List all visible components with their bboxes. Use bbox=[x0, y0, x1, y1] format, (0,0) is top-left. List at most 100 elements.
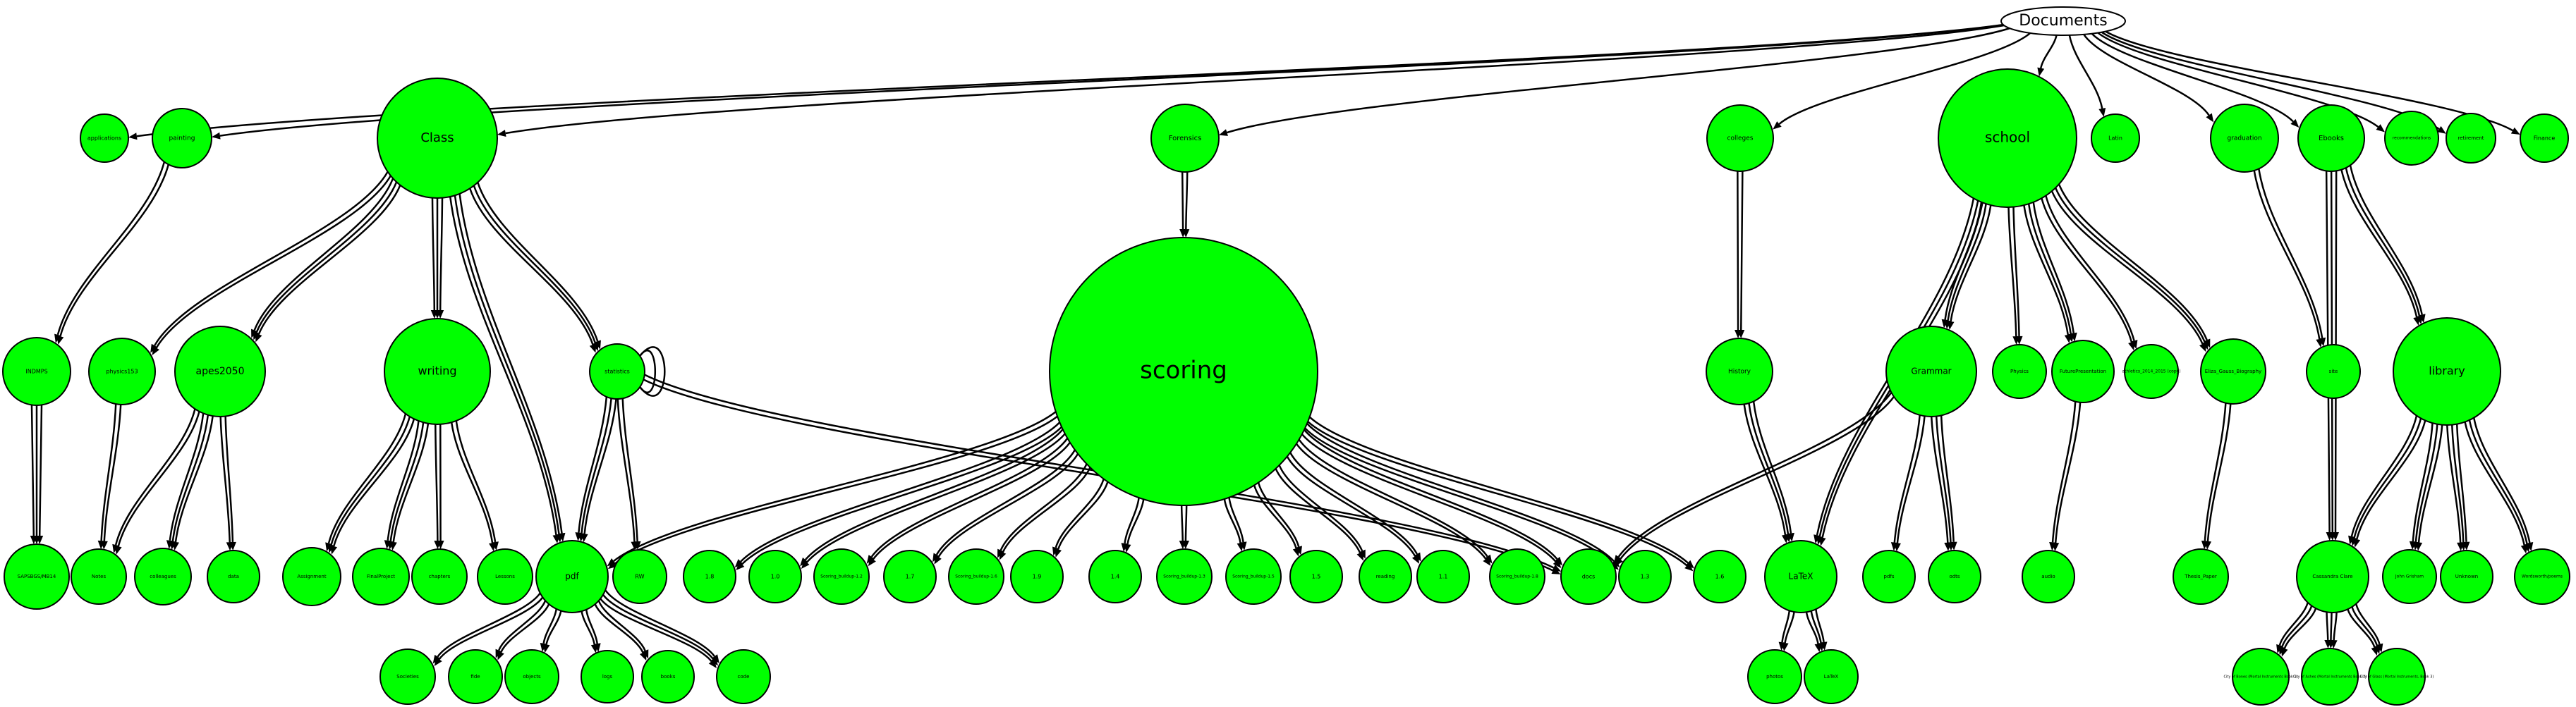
edge-apes2050-to-data bbox=[219, 417, 231, 543]
node-athleticaward[interactable]: athletics_2014_2015 (copy) bbox=[2122, 344, 2181, 399]
node-audio[interactable]: audio bbox=[2022, 550, 2075, 603]
node-finalproject[interactable]: FinalProject bbox=[352, 548, 410, 605]
node-s-buildup15[interactable]: Scoring_buildup-1.5 bbox=[1225, 548, 1282, 605]
node-s18[interactable]: 1.8 bbox=[683, 550, 736, 603]
node-latex[interactable]: LaTeX bbox=[1764, 540, 1837, 613]
node-docs[interactable]: docs bbox=[1560, 548, 1617, 605]
arrowhead-latin bbox=[2098, 108, 2106, 117]
edge-grammar-to-odts bbox=[1931, 417, 1949, 543]
node-ebooks[interactable]: Ebooks bbox=[2297, 104, 2365, 172]
node-unknown[interactable]: Unknown bbox=[2440, 550, 2493, 603]
node-eliza[interactable]: Eliza_Gauss_Biography bbox=[2200, 338, 2266, 405]
node-documents[interactable]: Documents bbox=[2000, 6, 2126, 36]
node-notes[interactable]: Notes bbox=[71, 548, 127, 605]
node-latin[interactable]: Latin bbox=[2091, 113, 2140, 163]
node-rw[interactable]: RW bbox=[612, 549, 667, 604]
node-label-library: library bbox=[2429, 364, 2465, 378]
arrowhead-docs bbox=[1551, 567, 1561, 574]
node-grammar[interactable]: Grammar bbox=[1885, 326, 1977, 417]
node-citybones[interactable]: City of Bones (Mortal Instruments Book 1… bbox=[2224, 648, 2298, 706]
node-label-forensics: Forensics bbox=[1169, 135, 1202, 142]
node-apes2050[interactable]: apes2050 bbox=[174, 326, 266, 417]
node-johngrisham[interactable]: John Grisham bbox=[2382, 549, 2437, 604]
node-writing[interactable]: writing bbox=[384, 318, 491, 425]
node-objects[interactable]: objects bbox=[504, 649, 559, 704]
node-label-s19: 1.9 bbox=[1033, 574, 1042, 580]
edge-statistics-to-statistics bbox=[639, 349, 656, 394]
node-painting[interactable]: painting bbox=[152, 108, 212, 168]
node-s15[interactable]: 1.5 bbox=[1289, 550, 1343, 603]
node-s11[interactable]: 1.1 bbox=[1416, 550, 1470, 603]
node-cityashes[interactable]: City of Ashes (Mortal Instruments Book 2… bbox=[2293, 648, 2367, 706]
node-history[interactable]: History bbox=[1706, 338, 1773, 405]
arrowhead-finance bbox=[2510, 127, 2520, 135]
node-label-audio: audio bbox=[2041, 574, 2055, 579]
node-latin2[interactable]: site bbox=[2306, 344, 2361, 399]
arrowhead-futurepresentation bbox=[2064, 334, 2072, 343]
node-finance[interactable]: Finance bbox=[2520, 113, 2569, 163]
node-lessons[interactable]: Lessons bbox=[477, 548, 533, 605]
node-s-buildup18[interactable]: Scoring_buildup-1.8 bbox=[1489, 548, 1545, 605]
node-sapsbgs[interactable]: SAPSBGS/MB14 bbox=[4, 543, 70, 610]
node-applications[interactable]: applications bbox=[80, 113, 129, 163]
node-s19[interactable]: 1.9 bbox=[1010, 550, 1064, 603]
arrowhead-library bbox=[2413, 316, 2421, 326]
node-shape-assignment bbox=[282, 547, 341, 606]
node-retirement[interactable]: retirement bbox=[2446, 113, 2496, 164]
node-odts[interactable]: odts bbox=[1928, 550, 1981, 603]
arrowhead-books bbox=[639, 651, 647, 661]
node-colleagues[interactable]: colleagues bbox=[134, 548, 192, 605]
arrowhead-data bbox=[226, 542, 233, 551]
node-data[interactable]: data bbox=[207, 550, 260, 603]
node-colleges[interactable]: colleges bbox=[1706, 104, 1774, 172]
node-cassandra[interactable]: Cassandra Clare bbox=[2296, 540, 2369, 613]
edge-class-to-apes2050 bbox=[257, 185, 401, 335]
node-shape-s-buildup16 bbox=[948, 548, 1004, 605]
node-s-buildup16[interactable]: Scoring_buildup-1.6 bbox=[948, 548, 1004, 605]
node-latex2[interactable]: LaTeX bbox=[1804, 649, 1859, 704]
node-forensics[interactable]: Forensics bbox=[1150, 104, 1220, 173]
node-shape-lessons bbox=[477, 548, 533, 605]
node-physics[interactable]: Physics bbox=[1992, 344, 2047, 399]
node-s17[interactable]: 1.7 bbox=[883, 550, 937, 603]
arrowhead-latex bbox=[1813, 534, 1821, 543]
node-cityglass[interactable]: City of Glass (Mortal Instruments, Book … bbox=[2360, 648, 2434, 706]
arrowhead-fide bbox=[495, 648, 502, 658]
edge-writing-to-lessons bbox=[450, 422, 494, 543]
node-physics[interactable]: physics153 bbox=[88, 338, 156, 405]
node-futurepresentation[interactable]: FuturePresentation bbox=[2051, 340, 2115, 403]
node-pdf[interactable]: pdf bbox=[535, 540, 609, 613]
node-societies[interactable]: Societies bbox=[379, 648, 436, 705]
node-label-s16: 1.6 bbox=[1715, 574, 1725, 580]
node-s13[interactable]: 1.3 bbox=[1618, 550, 1672, 603]
node-indmps[interactable]: INDMPS bbox=[2, 337, 71, 406]
node-statistics[interactable]: statistics bbox=[589, 343, 645, 400]
node-recommendations[interactable]: recommendations bbox=[2384, 111, 2439, 166]
edge-class-to-physics bbox=[154, 171, 389, 346]
node-s10[interactable]: 1.0 bbox=[748, 550, 802, 603]
node-assignment[interactable]: Assignment bbox=[282, 547, 341, 606]
node-chapters[interactable]: chapters bbox=[411, 548, 468, 605]
node-school[interactable]: school bbox=[1938, 68, 2077, 208]
node-shape-physics bbox=[88, 338, 156, 405]
node-library[interactable]: library bbox=[2393, 317, 2501, 426]
node-books[interactable]: books bbox=[641, 650, 695, 703]
node-class[interactable]: Class bbox=[377, 78, 498, 199]
node-wordsworth[interactable]: Wordsworth/poems bbox=[2514, 548, 2570, 605]
node-code[interactable]: code bbox=[716, 649, 771, 704]
node-logs[interactable]: logs bbox=[581, 650, 634, 703]
node-s-buildup12[interactable]: Scoring_buildup-1.2 bbox=[813, 548, 870, 605]
node-s-reading[interactable]: reading bbox=[1359, 550, 1412, 603]
node-photos[interactable]: photos bbox=[1747, 649, 1802, 704]
node-graduation[interactable]: graduation bbox=[2210, 104, 2279, 173]
node-s-buildup13[interactable]: Scoring_buildup-1.3 bbox=[1156, 548, 1213, 605]
node-label-indmps: INDMPS bbox=[25, 369, 47, 375]
node-s14[interactable]: 1.4 bbox=[1088, 550, 1142, 603]
arrowhead-objects bbox=[540, 643, 547, 652]
node-s16[interactable]: 1.6 bbox=[1693, 550, 1746, 603]
node-thesis-paper[interactable]: Thesis_Paper bbox=[2173, 548, 2229, 605]
node-scoring[interactable]: scoring bbox=[1049, 237, 1318, 506]
edge-scoring-to-s-buildup13 bbox=[1180, 505, 1184, 541]
node-fide[interactable]: fide bbox=[448, 649, 503, 704]
node-pdfs[interactable]: pdfs bbox=[1862, 550, 1916, 603]
